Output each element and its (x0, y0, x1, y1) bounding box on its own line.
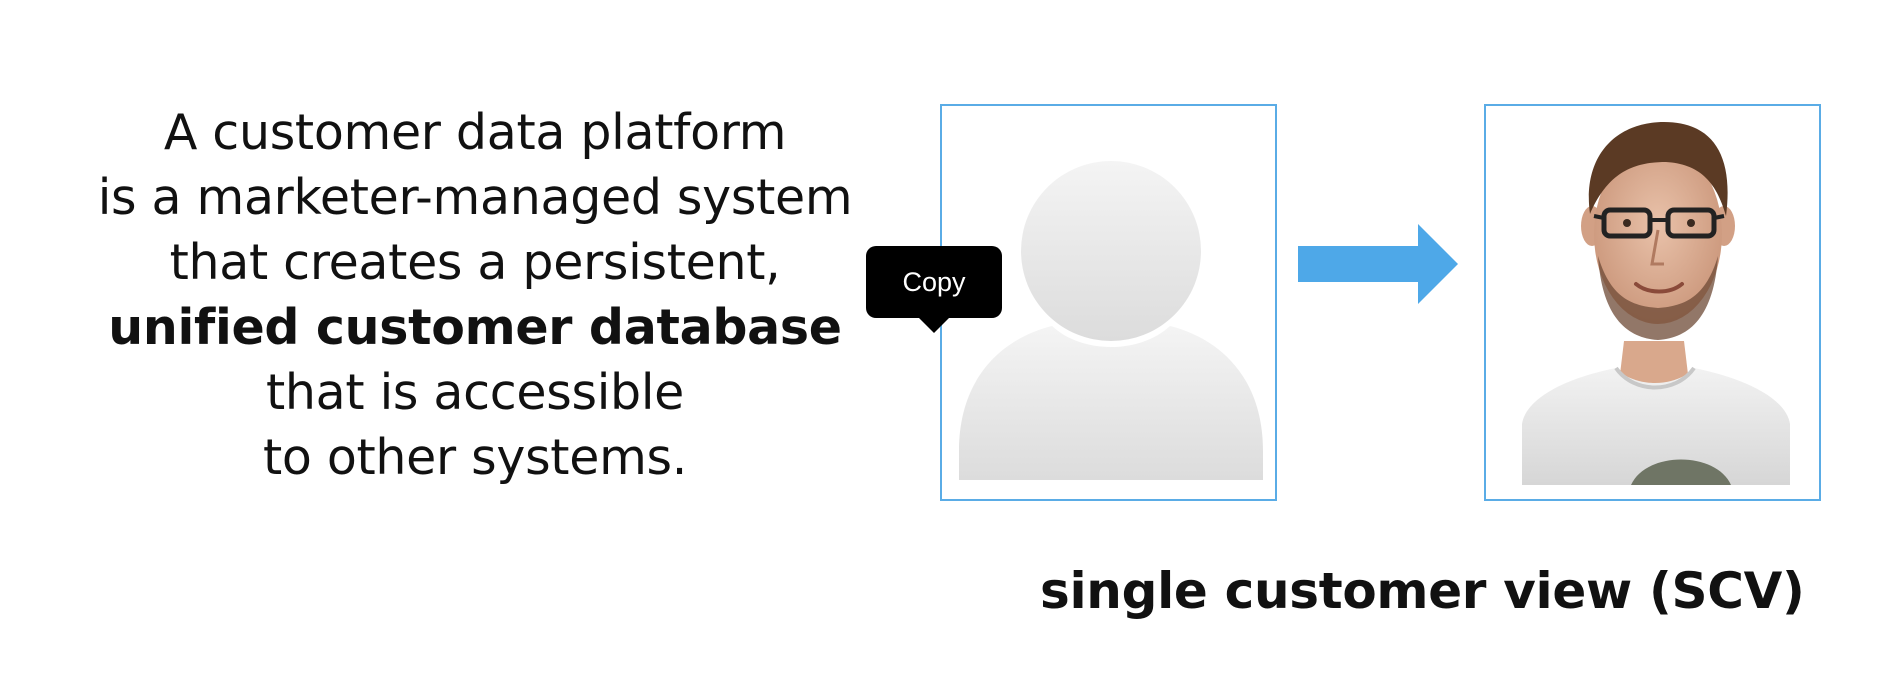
cdp-definition-text: A customer data platform is a marketer-m… (60, 100, 890, 490)
definition-line-2: is a marketer-managed system (97, 169, 853, 226)
arrow-right-icon (1298, 224, 1458, 304)
definition-line-4-emphasis: unified customer database (108, 299, 842, 356)
customer-photo-frame (1484, 104, 1821, 501)
definition-line-3: that creates a persistent, (169, 234, 781, 291)
scv-caption: single customer view (SCV) (1040, 562, 1805, 620)
generic-profile-frame (940, 104, 1277, 501)
definition-line-6: to other systems. (262, 429, 688, 486)
customer-photo (1486, 106, 1819, 499)
person-silhouette-icon (959, 161, 1263, 480)
definition-line-1: A customer data platform (163, 104, 787, 161)
copy-tooltip-label: Copy (902, 267, 966, 297)
definition-line-5: that is accessible (266, 364, 684, 421)
copy-tooltip[interactable]: Copy (866, 246, 1002, 333)
